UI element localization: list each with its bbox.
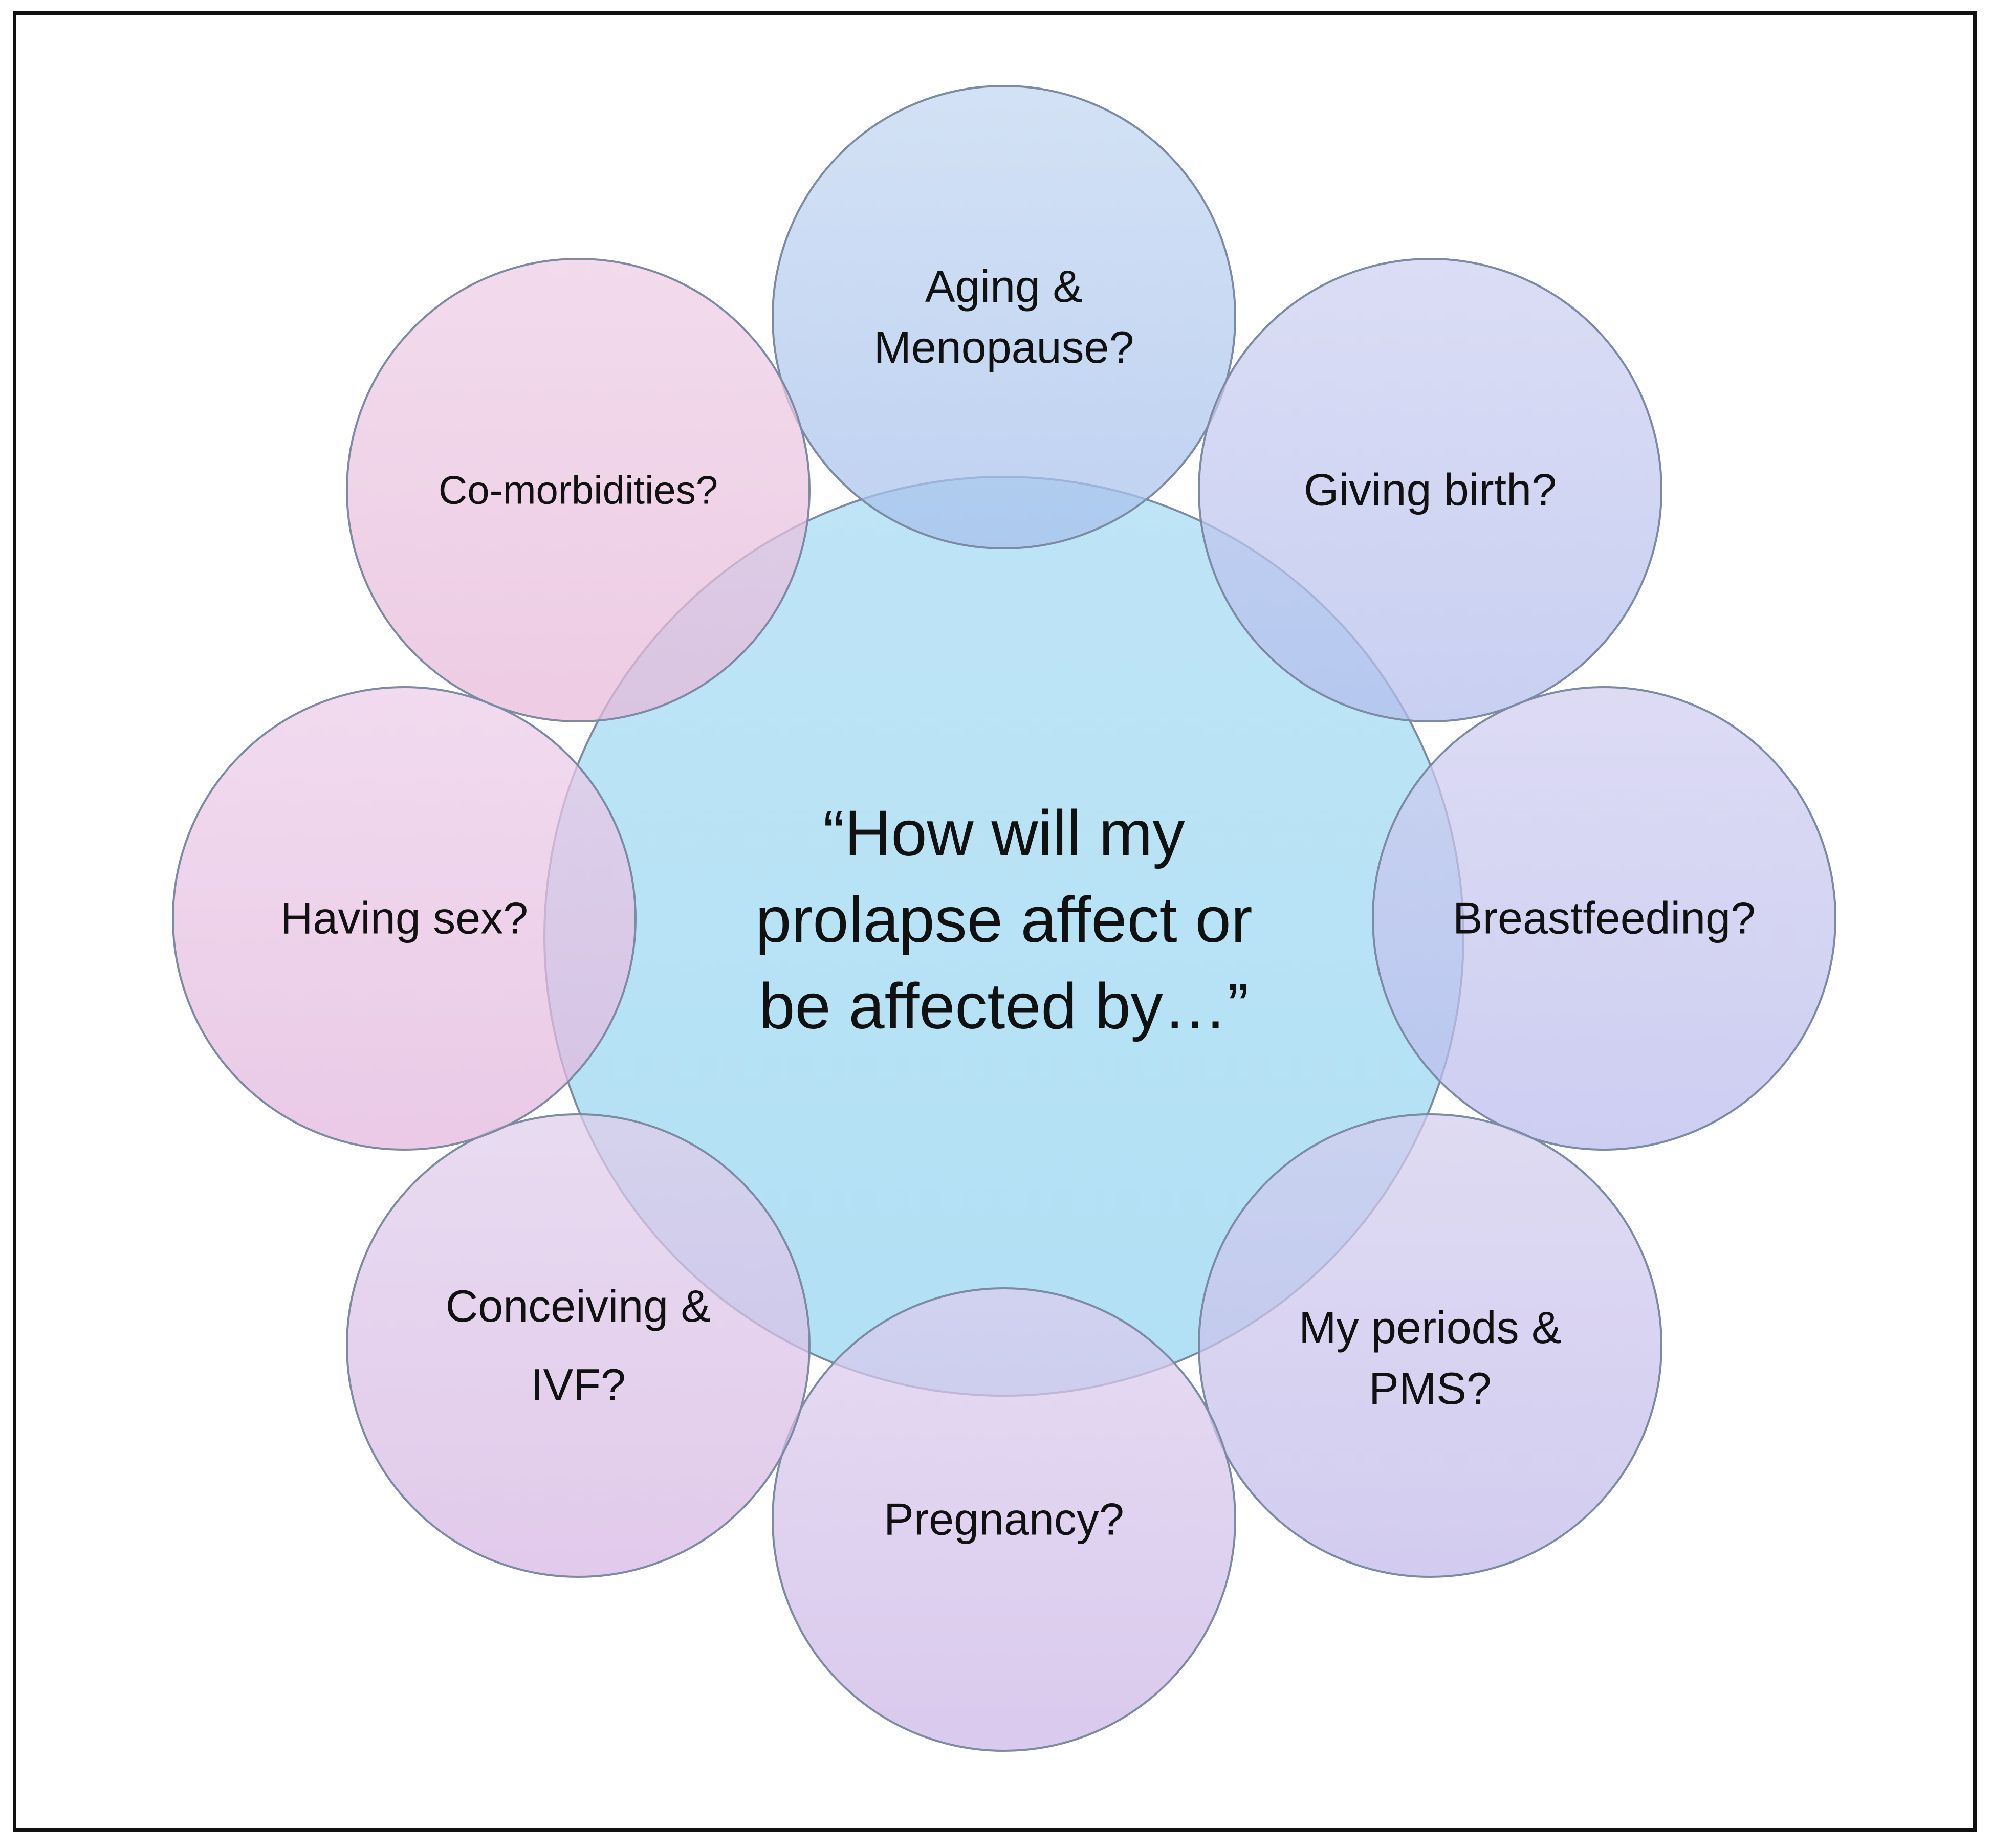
center-question-line-1: “How will my	[823, 797, 1185, 869]
breastfeeding-label: Breastfeeding?	[1453, 888, 1756, 949]
breastfeeding-line-1: Breastfeeding?	[1453, 892, 1756, 943]
pregnancy-circle	[772, 1287, 1236, 1752]
comorbidities-circle	[346, 258, 811, 722]
center-question-line-2: prolapse affect or	[755, 883, 1253, 956]
giving-birth-circle	[1198, 258, 1662, 722]
center-question-line-3: be affected by…”	[759, 970, 1249, 1042]
having-sex-circle	[172, 686, 637, 1151]
conceiving-ivf-line-1: Conceiving &	[445, 1281, 711, 1331]
conceiving-ivf-circle	[346, 1113, 811, 1578]
having-sex-label: Having sex?	[280, 888, 528, 949]
giving-birth-line-1: Giving birth?	[1303, 464, 1557, 515]
aging-menopause-circle	[772, 85, 1236, 549]
center-question: “How will my prolapse affect or be affec…	[755, 790, 1252, 1049]
comorbidities-label: Co-morbidities?	[439, 463, 718, 517]
aging-menopause-line-1: Aging &	[925, 261, 1083, 312]
aging-menopause-line-2: Menopause?	[873, 322, 1134, 372]
periods-pms-circle	[1198, 1113, 1662, 1578]
having-sex-line-1: Having sex?	[280, 892, 529, 943]
aging-menopause-label: Aging & Menopause?	[874, 256, 1134, 378]
pregnancy-line-1: Pregnancy?	[884, 1493, 1124, 1545]
pregnancy-label: Pregnancy?	[884, 1489, 1124, 1550]
conceiving-ivf-label: Conceiving & IVF?	[446, 1267, 711, 1424]
periods-pms-line-2: PMS?	[1369, 1363, 1492, 1414]
giving-birth-label: Giving birth?	[1304, 460, 1557, 521]
periods-pms-line-1: My periods &	[1299, 1302, 1562, 1353]
conceiving-ivf-line-2: IVF?	[531, 1359, 626, 1410]
periods-pms-label: My periods & PMS?	[1299, 1297, 1562, 1419]
comorbidities-line-1: Co-morbidities?	[438, 467, 718, 513]
breastfeeding-circle	[1372, 686, 1836, 1151]
